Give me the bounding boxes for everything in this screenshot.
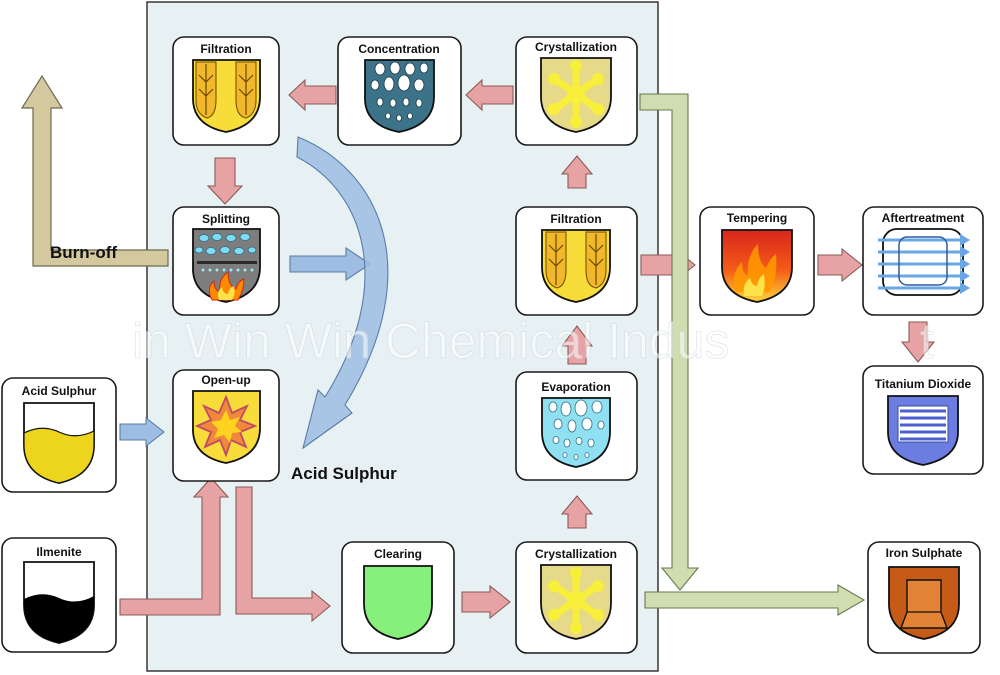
step-label: Clearing bbox=[374, 547, 422, 561]
step-label: Titanium Dioxide bbox=[875, 377, 972, 391]
step-tempering: Tempering bbox=[699, 206, 815, 316]
step-label: Crystallization bbox=[535, 40, 617, 54]
arrow-ilmenite-to-open-up bbox=[119, 477, 230, 616]
arrow-crystallization-to-iron-sulphate bbox=[644, 584, 866, 616]
arrow-tempering-to-aftertreatment bbox=[817, 247, 863, 283]
step-label: Iron Sulphate bbox=[886, 546, 963, 560]
step-label: Aftertreatment bbox=[882, 211, 965, 225]
arrow-crystallization-to-concentration bbox=[465, 78, 514, 112]
step-label: Tempering bbox=[727, 211, 787, 225]
step-splitting: Splitting bbox=[172, 206, 280, 316]
acid-sulphur-flow-label: Acid Sulphur bbox=[291, 464, 397, 483]
arrow-aftertreatment-to-titanium bbox=[900, 321, 936, 363]
step-label: Crystallization bbox=[535, 547, 617, 561]
burn-off-arrow-shape bbox=[20, 74, 169, 267]
step-titanium-dioxide: Titanium Dioxide bbox=[862, 365, 984, 475]
step-aftertreatment: Aftertreatment bbox=[862, 206, 984, 316]
arrow-filtration-to-splitting bbox=[206, 157, 244, 205]
step-filtration-top: Filtration bbox=[172, 36, 280, 146]
arrow-splitting-right bbox=[289, 246, 371, 282]
arrow-acid-sulphur-to-open-up bbox=[119, 416, 165, 448]
watermark-tail: t bbox=[920, 313, 934, 369]
arrow-crystallization-to-iron-sulphate-vertical bbox=[639, 93, 700, 591]
step-iron-sulphate: Iron Sulphate bbox=[867, 541, 981, 654]
step-label: Evaporation bbox=[541, 380, 610, 394]
step-ilmenite: Ilmenite bbox=[1, 537, 117, 653]
arrow-open-up-to-clearing bbox=[235, 486, 331, 623]
step-evaporation: Evaporation bbox=[515, 371, 638, 481]
step-crystallization-top: Crystallization bbox=[515, 36, 638, 146]
step-label: Filtration bbox=[200, 42, 251, 56]
step-concentration: Concentration bbox=[337, 36, 462, 146]
step-label: Acid Sulphur bbox=[22, 384, 97, 398]
watermark: in Win Win Chemical Indus bbox=[132, 313, 729, 369]
step-filtration-mid: Filtration bbox=[515, 206, 638, 316]
step-clearing: Clearing bbox=[341, 541, 455, 654]
step-label: Concentration bbox=[358, 42, 439, 56]
step-label: Ilmenite bbox=[36, 545, 82, 559]
step-open-up: Open-up bbox=[172, 369, 280, 482]
arrow-filtration-to-crystallization bbox=[560, 155, 594, 189]
step-label: Splitting bbox=[202, 212, 250, 226]
arrow-clearing-to-crystallization bbox=[461, 584, 511, 620]
burn-off-label: Burn-off bbox=[50, 243, 117, 262]
step-acid-sulphur: Acid Sulphur bbox=[1, 377, 117, 493]
step-label: Filtration bbox=[550, 212, 601, 226]
arrow-concentration-to-filtration bbox=[288, 78, 337, 112]
step-label: Open-up bbox=[201, 373, 250, 387]
step-crystallization-bottom: Crystallization bbox=[515, 541, 638, 654]
arrow-evaporation-to-filtration bbox=[560, 325, 594, 365]
arrow-crystallization-to-evaporation bbox=[560, 495, 594, 529]
acid-recycle-curved-arrow bbox=[296, 136, 389, 450]
